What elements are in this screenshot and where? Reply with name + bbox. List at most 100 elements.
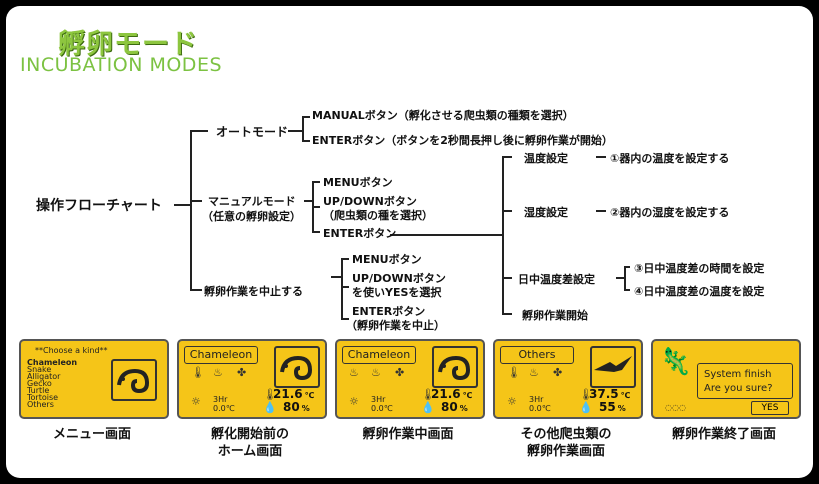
fan-icon: ✤ xyxy=(395,366,405,379)
humidity-icon: ♨ xyxy=(213,366,223,379)
temp-value: 21.6℃ xyxy=(431,387,473,401)
finish-screen: 🦎 System finish Are you sure? ◌◌◌ YES xyxy=(651,339,801,419)
day-temp-diff-setting: 日中温度差設定 xyxy=(518,273,595,286)
finish-line2: Are you sure? xyxy=(704,383,773,394)
stop-enter-step: ENTERボタン xyxy=(352,305,426,318)
home-screen-caption: 孵化開始前のホーム画面 xyxy=(210,427,289,459)
connector xyxy=(596,210,606,212)
humidity-drop-icon: 💧 xyxy=(263,401,277,414)
gecko-icon: 🦎 xyxy=(659,347,692,377)
manual-enter-step: ENTERボタン xyxy=(323,227,397,240)
connector xyxy=(502,156,512,158)
humidity-setting-desc: ②器内の湿度を設定する xyxy=(610,206,730,219)
chameleon-icon xyxy=(274,346,320,388)
others-screen-caption: その他爬虫類の孵卵作業画面 xyxy=(520,427,612,459)
auto-step-enter: ENTERボタン（ボタンを2秒間長押し後に孵卵作業が開始） xyxy=(312,134,613,147)
home-screen: Chameleon 🌡 ♨ ✤ ☼ 3Hr 0.0℃ 🌡 21.6℃ 💧 80% xyxy=(177,339,327,419)
day-diff: 0.0℃ xyxy=(213,404,235,413)
others-screen: Others 🌡 ♨ ✤ ☼ 3Hr 0.0℃ 🌡 37.5℃ 💧 55% xyxy=(493,339,643,419)
humidity-drop-icon: 💧 xyxy=(579,401,593,414)
thermometer-icon: 🌡 xyxy=(579,388,593,401)
connector xyxy=(312,181,320,183)
sun-icon: ☼ xyxy=(507,395,517,408)
finish-screen-caption: 孵卵作業終了画面 xyxy=(671,427,776,442)
hum-value: 80% xyxy=(441,400,468,414)
pterosaur-icon xyxy=(590,346,636,388)
fan-icon: ✤ xyxy=(237,366,247,379)
title-jp: 孵卵モード xyxy=(58,29,198,60)
flow-root: 操作フローチャート xyxy=(36,198,162,214)
connector xyxy=(502,210,512,212)
connector xyxy=(502,277,512,279)
stop-label: 孵卵作業を中止する xyxy=(204,285,303,298)
connector xyxy=(341,286,349,288)
menu-item: Alligator xyxy=(27,372,61,381)
manual-updown-desc: （爬虫類の種を選択） xyxy=(323,209,433,222)
connector xyxy=(312,231,320,233)
thermometer-icon: 🌡 xyxy=(263,388,277,401)
hum-value: 55% xyxy=(599,400,626,414)
menu-item: Snake xyxy=(27,365,52,374)
temp-setting-desc: ①器内の温度を設定する xyxy=(610,152,730,165)
stop-updown-desc: を使いYESを選択 xyxy=(352,286,442,299)
logo-mark: ◌◌◌ xyxy=(665,403,686,412)
day-diff: 0.0℃ xyxy=(529,404,551,413)
working-screen-caption: 孵卵作業中画面 xyxy=(362,427,454,442)
stop-enter-desc: （孵卵作業を中止） xyxy=(346,319,445,332)
menu-item: Others xyxy=(27,400,54,409)
manual-mode-label: マニュアルモード xyxy=(208,195,296,208)
humidity-setting: 湿度設定 xyxy=(524,206,568,219)
temp-value: 37.5℃ xyxy=(589,387,631,401)
fan-icon: ✤ xyxy=(553,366,563,379)
manual-updown-step: UP/DOWNボタン xyxy=(323,195,417,208)
day-hours: 3Hr xyxy=(371,395,386,404)
kind-label: Others xyxy=(500,346,574,364)
auto-mode-label: オートモード xyxy=(216,125,289,139)
connector xyxy=(502,156,504,314)
connector xyxy=(302,140,310,142)
menu-screen-caption: メニュー画面 xyxy=(52,427,131,442)
incubation-modes-panel: 孵卵モード INCUBATION MODES 操作フローチャート オートモード … xyxy=(6,6,813,478)
hum-value: 80% xyxy=(283,400,310,414)
connector xyxy=(341,258,349,260)
chameleon-icon xyxy=(432,346,478,388)
thermometer-icon: 🌡 xyxy=(507,366,521,379)
temp-value: 21.6℃ xyxy=(273,387,315,401)
connector xyxy=(502,313,512,315)
connector xyxy=(341,318,349,320)
connector xyxy=(390,234,502,236)
heater-icon: ♨ xyxy=(349,366,359,379)
connector xyxy=(304,200,312,202)
title-en: INCUBATION MODES xyxy=(20,54,223,76)
menu-header: **Choose a kind** xyxy=(35,346,108,355)
stop-menu-step: MENUボタン xyxy=(352,253,422,266)
manual-mode-sublabel: （任意の孵卵設定） xyxy=(202,210,301,223)
connector xyxy=(190,289,202,291)
connector xyxy=(596,156,606,158)
connector xyxy=(190,130,208,132)
connector xyxy=(302,116,310,118)
auto-step-manual: MANUALボタン（孵化させる爬虫類の種類を選択） xyxy=(312,109,574,122)
connector xyxy=(288,130,302,132)
day-temp-diff-temp-desc: ④日中温度差の温度を設定 xyxy=(634,285,765,298)
sun-icon: ☼ xyxy=(349,395,359,408)
kind-label: Chameleon xyxy=(184,346,258,364)
thermometer-icon: 🌡 xyxy=(191,366,205,379)
connector xyxy=(190,130,192,290)
connector xyxy=(616,277,624,279)
finish-line1: System finish xyxy=(704,369,772,380)
temp-setting: 温度設定 xyxy=(524,152,568,165)
day-temp-diff-time-desc: ③日中温度差の時間を設定 xyxy=(634,262,765,275)
day-hours: 3Hr xyxy=(529,395,544,404)
menu-item: Gecko xyxy=(27,379,52,388)
yes-button: YES xyxy=(751,401,789,415)
humidity-drop-icon: 💧 xyxy=(421,401,435,414)
manual-menu-step: MENUボタン xyxy=(323,176,393,189)
menu-screen: **Choose a kind** Chameleon Snake Alliga… xyxy=(19,339,169,419)
connector xyxy=(312,206,320,208)
humidity-icon: ♨ xyxy=(529,366,539,379)
connector xyxy=(331,276,343,278)
working-screen: Chameleon ♨ ♨ ✤ ☼ 3Hr 0.0℃ 🌡 21.6℃ 💧 80% xyxy=(335,339,485,419)
humidity-icon: ♨ xyxy=(371,366,381,379)
chameleon-icon xyxy=(111,359,157,401)
